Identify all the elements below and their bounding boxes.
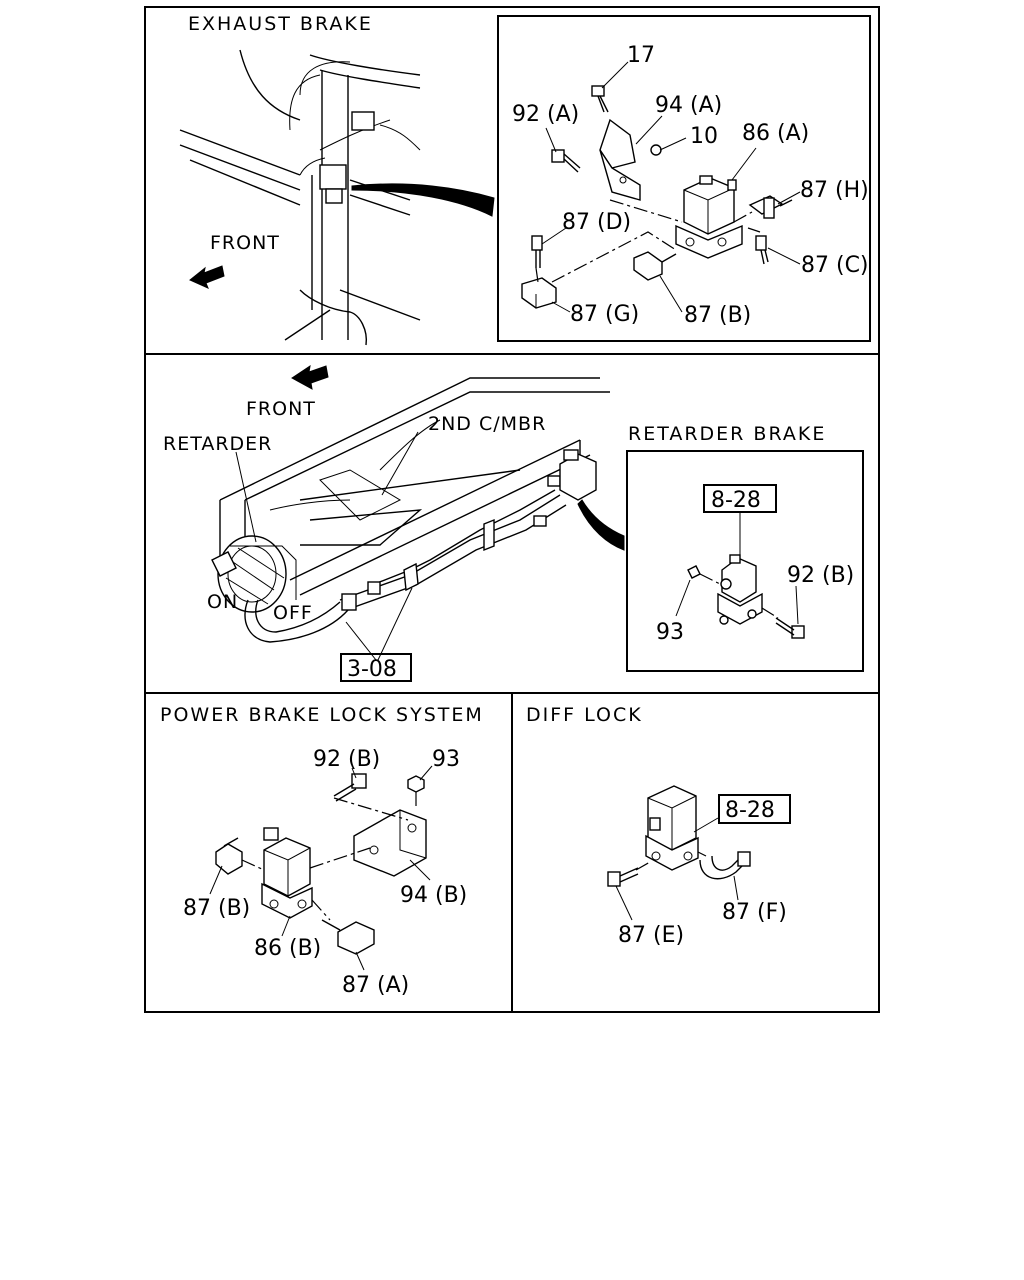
exhaust-detail-inset <box>497 15 871 342</box>
tee-fitting-87g <box>521 277 557 309</box>
callout-94a: 94 (A) <box>655 93 722 118</box>
callout-87a: 87 (A) <box>342 973 409 998</box>
callout-94b: 94 (B) <box>400 883 467 908</box>
callout-92a: 92 (A) <box>512 102 579 127</box>
curved-pointer-icon <box>351 183 495 217</box>
callout-87h: 87 (H) <box>800 178 869 203</box>
bolt-92a <box>551 149 581 173</box>
retarder-label: RETARDER <box>163 433 272 455</box>
diff-lock-title: DIFF LOCK <box>526 704 643 726</box>
ref-8-28-diff: 8-28 <box>725 798 775 823</box>
fitting-87c <box>755 235 769 265</box>
callout-87e: 87 (E) <box>618 923 684 948</box>
callout-93: 93 <box>432 747 460 772</box>
power-brake-panel: POWER BRAKE LOCK SYSTEM <box>160 704 484 998</box>
callout-86b: 86 (B) <box>254 936 321 961</box>
callout-10: 10 <box>690 124 718 149</box>
callout-87b-power: 87 (B) <box>183 896 250 921</box>
retarder-front-label: FRONT <box>246 398 316 420</box>
solenoid-valve-86a <box>675 175 743 259</box>
off-label: OFF <box>273 602 313 624</box>
elbow-fitting-87b <box>633 251 677 281</box>
callout-87f: 87 (F) <box>722 900 787 925</box>
callout-17: 17 <box>627 43 655 68</box>
diff-lock-parts <box>607 785 751 921</box>
diagram-frame <box>144 6 880 1013</box>
retarder-brake-title: RETARDER BRAKE <box>628 423 826 445</box>
front-arrow-icon <box>291 364 329 390</box>
power-brake-parts <box>209 765 433 971</box>
retarder-frame-drawing <box>211 377 610 661</box>
curved-pointer-icon <box>577 499 625 551</box>
exhaust-brake-panel: EXHAUST BRAKE FRONT <box>179 13 871 346</box>
ref-8-28: 8-28 <box>711 488 761 513</box>
nut-10 <box>650 144 662 156</box>
callout-87c: 87 (C) <box>801 253 869 278</box>
bolt-17 <box>591 85 609 113</box>
fitting-87d <box>531 235 543 268</box>
exhaust-brake-title: EXHAUST BRAKE <box>188 13 373 35</box>
bracket-94a-base <box>599 149 641 201</box>
retarder-brake-inset <box>626 450 864 672</box>
callout-inset-93: 93 <box>656 620 684 645</box>
on-label: ON <box>207 591 238 613</box>
bracket-94a <box>599 118 636 169</box>
fitting-87h <box>748 195 793 219</box>
callout-inset-92b: 92 (B) <box>787 563 854 588</box>
callout-87b: 87 (B) <box>684 303 751 328</box>
retarder-valve-parts <box>675 512 805 639</box>
power-brake-title: POWER BRAKE LOCK SYSTEM <box>160 704 484 726</box>
callout-87g: 87 (G) <box>570 302 639 327</box>
ref-box-3-08 <box>340 653 412 682</box>
retarder-panel: FRONT RETARDER 2ND C/MBR <box>163 364 864 682</box>
exhaust-brake-chassis-drawing <box>179 49 421 346</box>
callout-86a: 86 (A) <box>742 121 809 146</box>
callout-92b: 92 (B) <box>313 747 380 772</box>
ref-3-08: 3-08 <box>347 657 397 682</box>
callout-87d: 87 (D) <box>562 210 631 235</box>
diff-lock-panel: DIFF LOCK 8-28 87 (E <box>526 704 791 948</box>
front-arrow-icon <box>189 265 225 289</box>
member-label: 2ND C/MBR <box>428 413 546 435</box>
exhaust-front-label: FRONT <box>210 232 280 254</box>
exhaust-detail-parts <box>521 61 801 313</box>
ref-box-8-28-diff <box>718 794 791 824</box>
